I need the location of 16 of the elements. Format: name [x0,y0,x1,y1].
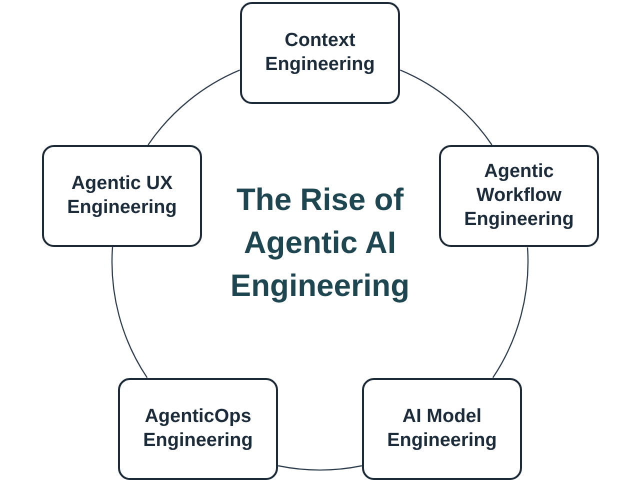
topic-box [118,378,278,480]
box-label: AI Model Engineering [386,405,498,453]
box-label: AgenticOps Engineering [142,405,254,453]
topic-box [439,145,599,247]
box-label: Agentic UX Engineering [66,172,178,220]
circle-arc-connector [148,70,240,146]
circle-arc-connector [492,247,528,378]
circle-arc-connector [400,70,492,146]
topic-box [240,2,400,104]
topic-box [362,378,522,480]
box-label: Agentic Workflow Engineering [463,160,575,232]
central-title: The Rise of Agentic AI Engineering [229,181,411,305]
circle-arc-connector [112,247,148,378]
topic-box [42,145,202,247]
circle-arc-connector [278,465,362,471]
box-label: Context Engineering [264,29,376,77]
